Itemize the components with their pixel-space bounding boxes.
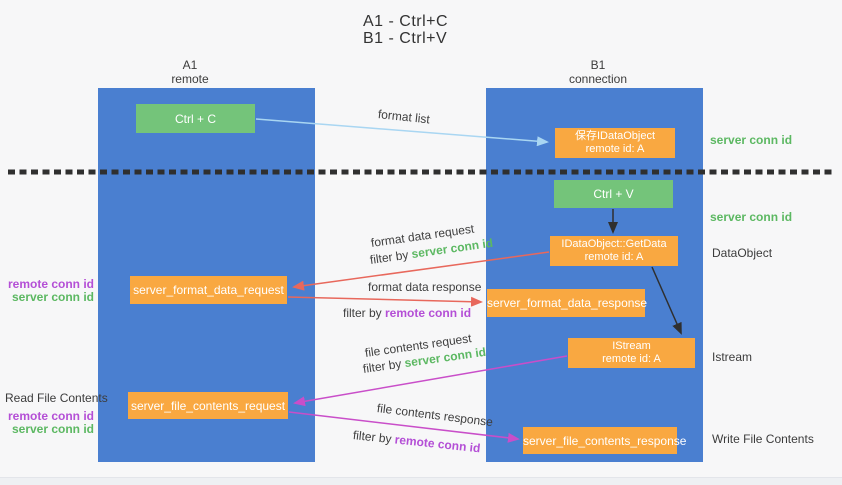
node-ctrl-v: Ctrl + V (554, 180, 673, 208)
label-istream: Istream (712, 350, 753, 364)
label-remote-conn-id-2: remote conn id (8, 409, 95, 423)
node-format-response-label: server_format_data_response (487, 296, 648, 310)
filter-by-text: filter by (369, 247, 413, 267)
label-write-file-contents: Write File Contents (712, 432, 814, 446)
title-line-1: A1 - Ctrl+C (363, 13, 449, 30)
left-conn-ids-group1: remote conn id server conn id (8, 278, 94, 304)
node-server-file-contents-request: server_file_contents_request (128, 392, 288, 419)
label-file-contents-response: file contents response (376, 401, 494, 430)
node-istream-line1: IStream (612, 340, 651, 352)
node-save-dataobject-line2: remote id: A (585, 143, 645, 155)
left-conn-ids-group2: remote conn id server conn id (8, 410, 94, 436)
node-server-file-contents-response: server_file_contents_response (523, 427, 687, 454)
node-idataobject-getdata: IDataObject::GetData remote id: A (550, 236, 678, 266)
node-getdata-line1: IDataObject::GetData (561, 238, 667, 250)
column-b1-name: B1 (590, 58, 606, 72)
label-format-list: format list (377, 107, 431, 127)
node-ctrl-c-label: Ctrl + C (174, 111, 216, 126)
node-format-request-label: server_format_data_request (133, 283, 284, 297)
bottom-strip (0, 477, 842, 485)
node-file-response-label: server_file_contents_response (523, 433, 687, 448)
column-header-a1: A1 remote (130, 58, 250, 86)
label-dataobject: DataObject (712, 246, 773, 260)
label-format-data-response-filter: filter by remote conn id (343, 306, 471, 320)
node-ctrl-c: Ctrl + C (136, 104, 255, 133)
remote-conn-id-key: remote conn id (394, 432, 482, 456)
remote-conn-id-key: remote conn id (385, 306, 472, 320)
label-file-contents-response-filter: filter by remote conn id (352, 428, 481, 455)
node-server-format-data-response: server_format_data_response (487, 289, 648, 317)
node-istream-line2: remote id: A (602, 353, 661, 365)
node-save-dataobject-line1: 保存IDataObject (574, 130, 656, 142)
label-remote-conn-id-1: remote conn id (8, 277, 95, 291)
node-server-format-data-request: server_format_data_request (130, 276, 287, 304)
label-server-conn-id-top: server conn id (710, 133, 793, 147)
arrow-format-data-response (287, 296, 483, 307)
label-read-file-contents: Read File Contents (5, 391, 108, 405)
node-istream: IStream remote id: A (568, 338, 695, 368)
node-save-dataobject: 保存IDataObject remote id: A (555, 128, 675, 158)
filter-by-text: filter by (343, 306, 386, 320)
node-file-request-label: server_file_contents_request (130, 398, 286, 413)
title-line-2: B1 - Ctrl+V (363, 30, 448, 47)
column-a1-name: A1 (182, 58, 198, 72)
column-b1-role: connection (568, 72, 628, 86)
label-format-data-response: format data response (368, 280, 482, 294)
diagram-title: A1 - Ctrl+C B1 - Ctrl+V (363, 13, 448, 47)
filter-by-text: filter by (352, 428, 396, 447)
column-a1-role: remote (171, 72, 209, 86)
label-server-conn-id-mid: server conn id (710, 210, 793, 224)
column-header-b1: B1 connection (538, 58, 658, 86)
label-server-conn-id-2: server conn id (11, 422, 94, 436)
node-getdata-line2: remote id: A (584, 251, 644, 263)
node-ctrl-v-label: Ctrl + V (593, 187, 634, 201)
label-server-conn-id-1: server conn id (11, 290, 94, 304)
